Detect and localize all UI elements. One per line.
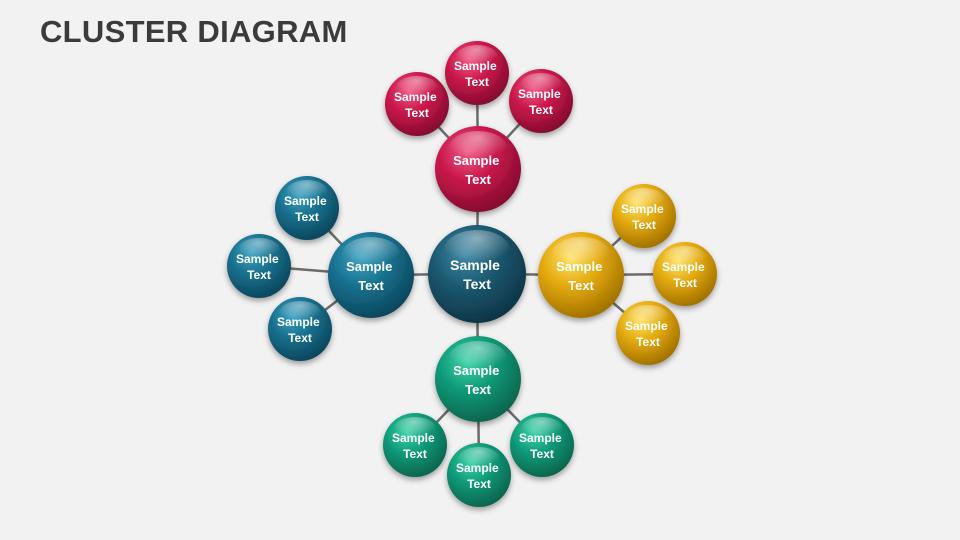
gold-top-node: Sample Text <box>612 184 676 248</box>
gold-top-label: Sample Text <box>621 202 667 232</box>
red-top-node: Sample Text <box>445 41 509 105</box>
node-layer: Sample Text Sample Text Sample Text <box>227 41 717 507</box>
blue-top-node: Sample Text <box>275 176 339 240</box>
gold-mid-node: Sample Text <box>653 242 717 306</box>
gold-hub-node: Sample Text <box>538 232 624 318</box>
blue-mid-label: Sample Text <box>236 252 282 282</box>
gold-hub-label: Sample Text <box>556 259 606 293</box>
center-node: Sample Text <box>428 225 526 323</box>
green-bottom-label: Sample Text <box>456 461 502 491</box>
green-hub-node: Sample Text <box>435 336 521 422</box>
blue-top-label: Sample Text <box>284 194 330 224</box>
green-left-label: Sample Text <box>392 431 438 461</box>
red-top-label: Sample Text <box>454 59 500 89</box>
green-left-node: Sample Text <box>383 413 447 477</box>
red-left-label: Sample Text <box>394 90 440 120</box>
red-hub-label: Sample Text <box>453 153 503 187</box>
blue-bottom-label: Sample Text <box>277 315 323 345</box>
green-right-label: Sample Text <box>519 431 565 461</box>
blue-hub-label: Sample Text <box>346 259 396 293</box>
blue-hub-node: Sample Text <box>328 232 414 318</box>
gold-bottom-node: Sample Text <box>616 301 680 365</box>
gold-mid-label: Sample Text <box>662 260 708 290</box>
page-title: CLUSTER DIAGRAM <box>40 14 348 49</box>
red-hub-node: Sample Text <box>435 126 521 212</box>
red-left-node: Sample Text <box>385 72 449 136</box>
green-hub-label: Sample Text <box>453 363 503 397</box>
red-right-label: Sample Text <box>518 87 564 117</box>
green-right-node: Sample Text <box>510 413 574 477</box>
red-right-node: Sample Text <box>509 69 573 133</box>
green-bottom-node: Sample Text <box>447 443 511 507</box>
center-node-label: Sample Text <box>450 257 504 292</box>
blue-bottom-node: Sample Text <box>268 297 332 361</box>
blue-mid-node: Sample Text <box>227 234 291 298</box>
gold-bottom-label: Sample Text <box>625 319 671 349</box>
